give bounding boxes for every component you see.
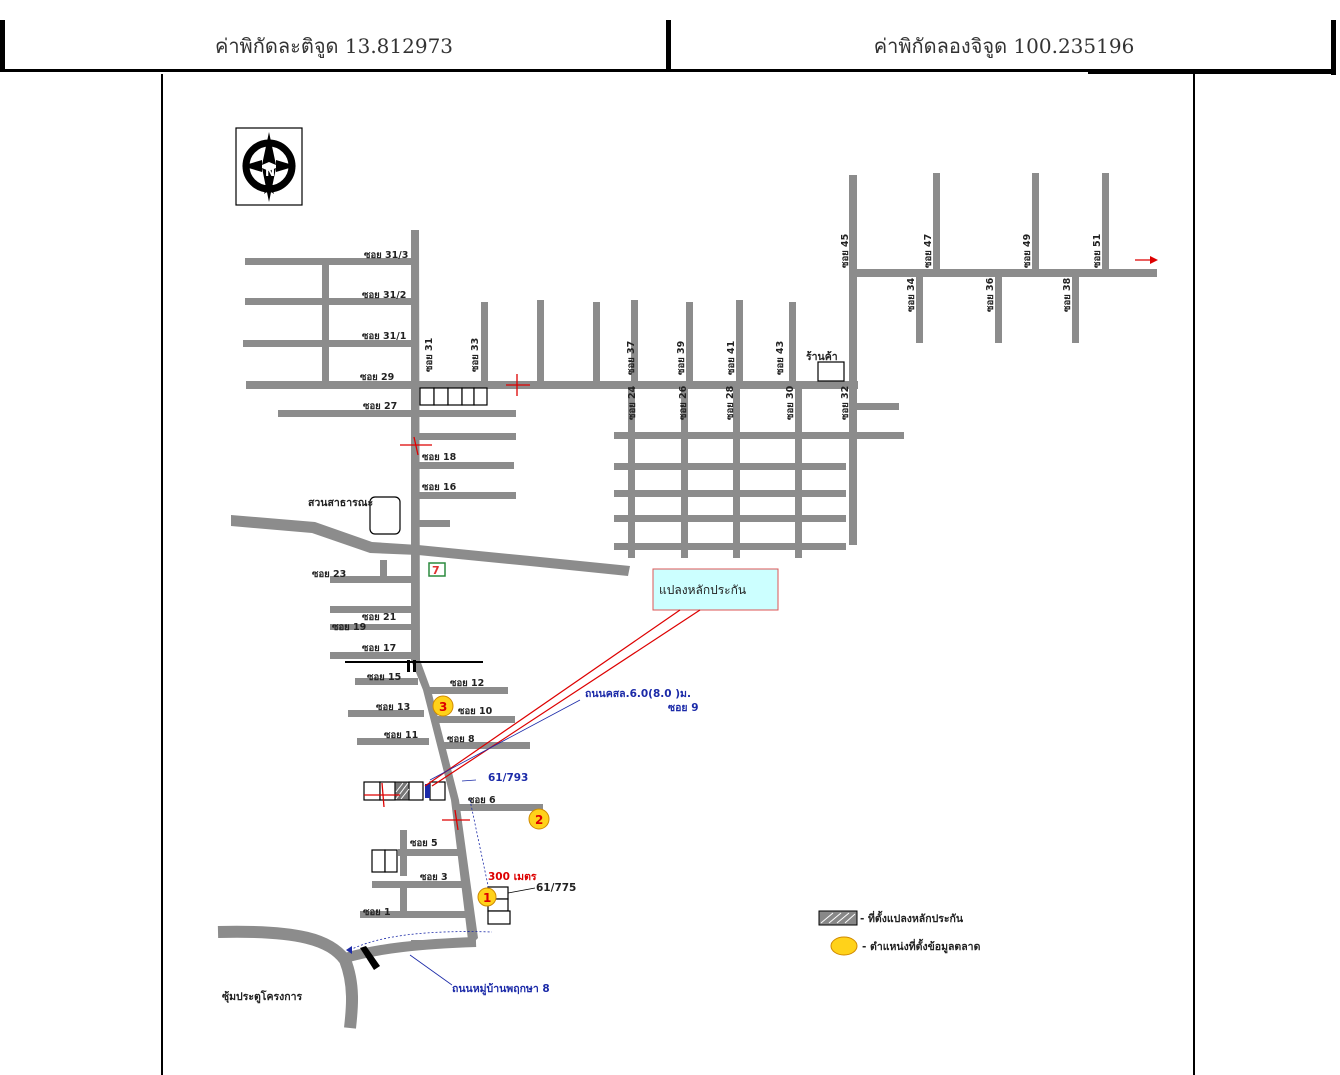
seven-eleven-logo-text: 7 (432, 564, 440, 577)
header-bottom-line (0, 69, 1336, 72)
road-note-line1: ถนนคสล.6.0(8.0 )ม. (585, 688, 691, 700)
distance-label: 300 เมตร (488, 871, 537, 883)
soi-26-label: ซอย 26 (678, 385, 689, 420)
gate-marker-icon (360, 946, 380, 970)
soi-1-label: ซอย 1 (363, 907, 391, 918)
plot-61-775-label: 61/775 (536, 882, 576, 894)
soi-38-label: ซอย 38 (1062, 277, 1073, 312)
soi-10-label: ซอย 10 (458, 706, 493, 717)
soi-8-label: ซอย 8 (447, 734, 475, 745)
soi-31-2-label: ซอย 31/2 (362, 290, 406, 301)
soi-29-label: ซอย 29 (360, 372, 394, 383)
vertical-soi-labels: ซอย 31 ซอย 33 ซอย 37 ซอย 39 ซอย 41 ซอย 4… (424, 234, 1103, 420)
road-note-line2: ซอย 9 (668, 702, 699, 714)
legend-market-label: - ตำแหน่งที่ตั้งข้อมูลตลาด (862, 938, 981, 954)
soi-30-label: ซอย 30 (785, 385, 796, 420)
soi-51-label: ซอย 51 (1092, 234, 1103, 268)
soi-37-label: ซอย 37 (626, 341, 637, 375)
soi-24-label: ซอย 24 (627, 385, 638, 420)
marker-2-icon (528, 808, 550, 830)
legend-collateral-label: - ที่ตั้งแปลงหลักประกัน (860, 910, 964, 925)
soi-labels: ซอย 31/3 ซอย 31/2 ซอย 31/1 ซอย 29 ซอย 27… (312, 250, 496, 918)
marker-1-icon (477, 887, 497, 907)
soi-23-label: ซอย 23 (312, 569, 346, 580)
soi-17-label: ซอย 17 (362, 643, 396, 654)
callout-box (652, 568, 779, 611)
soi-21-label: ซอย 21 (362, 612, 396, 623)
header-bottom-line-extra (1088, 72, 1336, 74)
soi-45-label: ซอย 45 (840, 234, 851, 268)
collateral-plot-hatch (395, 782, 410, 800)
marker-3-label: 3 (439, 700, 447, 714)
village-road-label: ถนนหมู่บ้านพฤกษา 8 (452, 982, 550, 996)
soi-18-label: ซอย 18 (422, 452, 457, 463)
building-blocks (363, 361, 845, 925)
soi-34-label: ซอย 34 (906, 277, 917, 312)
soi-32-label: ซอย 32 (840, 386, 851, 420)
soi-31-label: ซอย 31 (424, 338, 435, 372)
soi-28-label: ซอย 28 (725, 385, 736, 420)
legend-marker-icon (830, 936, 858, 956)
roads (217, 173, 1157, 1029)
park-label: สวนสาธารณะ (308, 497, 373, 509)
plot-61-793-highlight (425, 784, 430, 798)
legend: - ที่ตั้งแปลงหลักประกัน - ตำแหน่งที่ตั้ง… (818, 910, 981, 956)
soi-15-label: ซอย 15 (367, 672, 401, 683)
callout-text: แปลงหลักประกัน (659, 583, 746, 597)
soi-43-label: ซอย 43 (775, 341, 786, 375)
market-markers (432, 695, 550, 907)
map-frame-right (1193, 74, 1195, 1075)
soi-39-label: ซอย 39 (676, 341, 687, 375)
north-arrow-icon: N (235, 127, 303, 206)
marker-3-icon (432, 695, 454, 717)
gate-label: ซุ้มประตูโครงการ (222, 990, 302, 1004)
soi-11-label: ซอย 11 (384, 730, 418, 741)
soi-47-label: ซอย 47 (923, 234, 934, 268)
soi-3-label: ซอย 3 (420, 872, 448, 883)
soi-31-3-label: ซอย 31/3 (364, 250, 408, 261)
soi-19-label: ซอย 19 (332, 622, 366, 633)
soi-49-label: ซอย 49 (1022, 234, 1033, 268)
soi-36-label: ซอย 36 (985, 277, 996, 312)
soi-33-label: ซอย 33 (470, 338, 481, 372)
compass-letter: N (265, 165, 275, 179)
soi-5-label: ซอย 5 (410, 838, 438, 849)
header-divider (666, 20, 671, 72)
soi-13-label: ซอย 13 (376, 702, 410, 713)
shop-label: ร้านค้า (806, 350, 838, 363)
marker-2-label: 2 (535, 813, 543, 827)
map-frame-left (161, 74, 163, 1075)
soi-6-label: ซอย 6 (468, 795, 496, 806)
soi-12-label: ซอย 12 (450, 678, 484, 689)
soi-31-1-label: ซอย 31/1 (362, 331, 406, 342)
east-arrow-icon (1150, 256, 1158, 264)
plot-61-793-label: 61/793 (488, 772, 528, 784)
header-left-border (0, 20, 5, 72)
longitude-label: ค่าพิกัดลองจิจูด 100.235196 (873, 34, 1135, 58)
soi-27-label: ซอย 27 (363, 401, 397, 412)
header-right-border (1331, 20, 1336, 75)
marker-1-label: 1 (483, 891, 491, 905)
soi-41-label: ซอย 41 (726, 341, 737, 375)
latitude-label: ค่าพิกัดละติจูด 13.812973 (214, 34, 454, 58)
seven-eleven-logo-icon (428, 562, 446, 577)
soi-16-label: ซอย 16 (422, 482, 457, 493)
crossing-markers (364, 259, 1155, 831)
